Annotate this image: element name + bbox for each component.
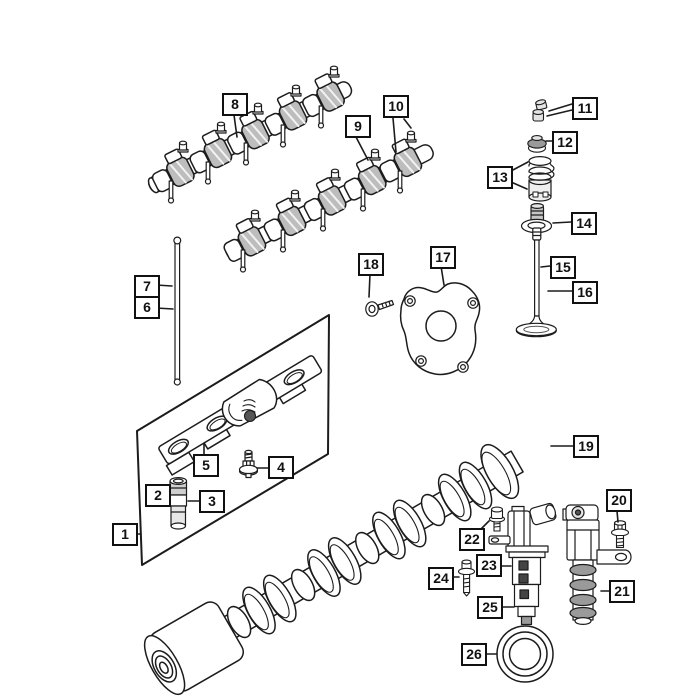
callout-box-3: 3 (199, 490, 225, 513)
callout-box-6: 6 (134, 296, 160, 319)
part-9-rocker-shaft-assembly (216, 130, 434, 273)
callout-box-11: 11 (572, 97, 598, 120)
callout-box-8: 8 (222, 93, 248, 116)
part-20-bolt (610, 520, 630, 549)
part-11-valve-locks (532, 99, 548, 122)
callout-box-16: 16 (572, 281, 598, 304)
callout-box-21: 21 (609, 580, 635, 603)
part-15-16-valve (515, 227, 557, 338)
callout-box-2: 2 (145, 484, 171, 507)
callout-box-20: 20 (606, 489, 632, 512)
callout-box-19: 19 (573, 435, 599, 458)
part-23-25-solenoid-assembly (488, 502, 557, 626)
callout-box-25: 25 (477, 596, 503, 619)
part-13-valve-spring (528, 156, 555, 202)
part-18-screw (365, 299, 395, 317)
part-26-seal (496, 625, 554, 683)
callout-box-7: 7 (134, 275, 160, 298)
callout-box-17: 17 (430, 246, 456, 269)
callout-box-24: 24 (428, 567, 454, 590)
part-4-bolt (238, 449, 259, 479)
part-5-guide-retainer (158, 355, 323, 476)
callout-box-10: 10 (383, 95, 409, 118)
callout-box-14: 14 (571, 212, 597, 235)
part-6-7-push-rod (173, 236, 182, 386)
part-19-camshaft (143, 438, 527, 696)
callout-box-5: 5 (193, 454, 219, 477)
callout-box-18: 18 (358, 253, 384, 276)
part-2-3-lifter (169, 477, 188, 530)
part-8-rocker-shaft-assembly (144, 65, 353, 204)
callout-box-1: 1 (112, 523, 138, 546)
callout-box-9: 9 (345, 115, 371, 138)
callout-box-22: 22 (459, 528, 485, 551)
part-1-group-outline (136, 314, 330, 566)
callout-box-12: 12 (552, 131, 578, 154)
part-12-spring-retainer (527, 135, 547, 153)
callout-box-15: 15 (550, 256, 576, 279)
part-24-bolt (457, 559, 476, 597)
callout-box-23: 23 (476, 554, 502, 577)
part-14-valve-stem-seal (520, 203, 553, 234)
callout-box-4: 4 (268, 456, 294, 479)
part-22-bolt (488, 506, 506, 532)
callout-box-26: 26 (461, 643, 487, 666)
yoke-spring-detail (241, 399, 257, 423)
part-17-thrust-plate (399, 282, 481, 376)
callout-box-13: 13 (487, 166, 513, 189)
part-21-oil-control-valve (562, 504, 632, 625)
